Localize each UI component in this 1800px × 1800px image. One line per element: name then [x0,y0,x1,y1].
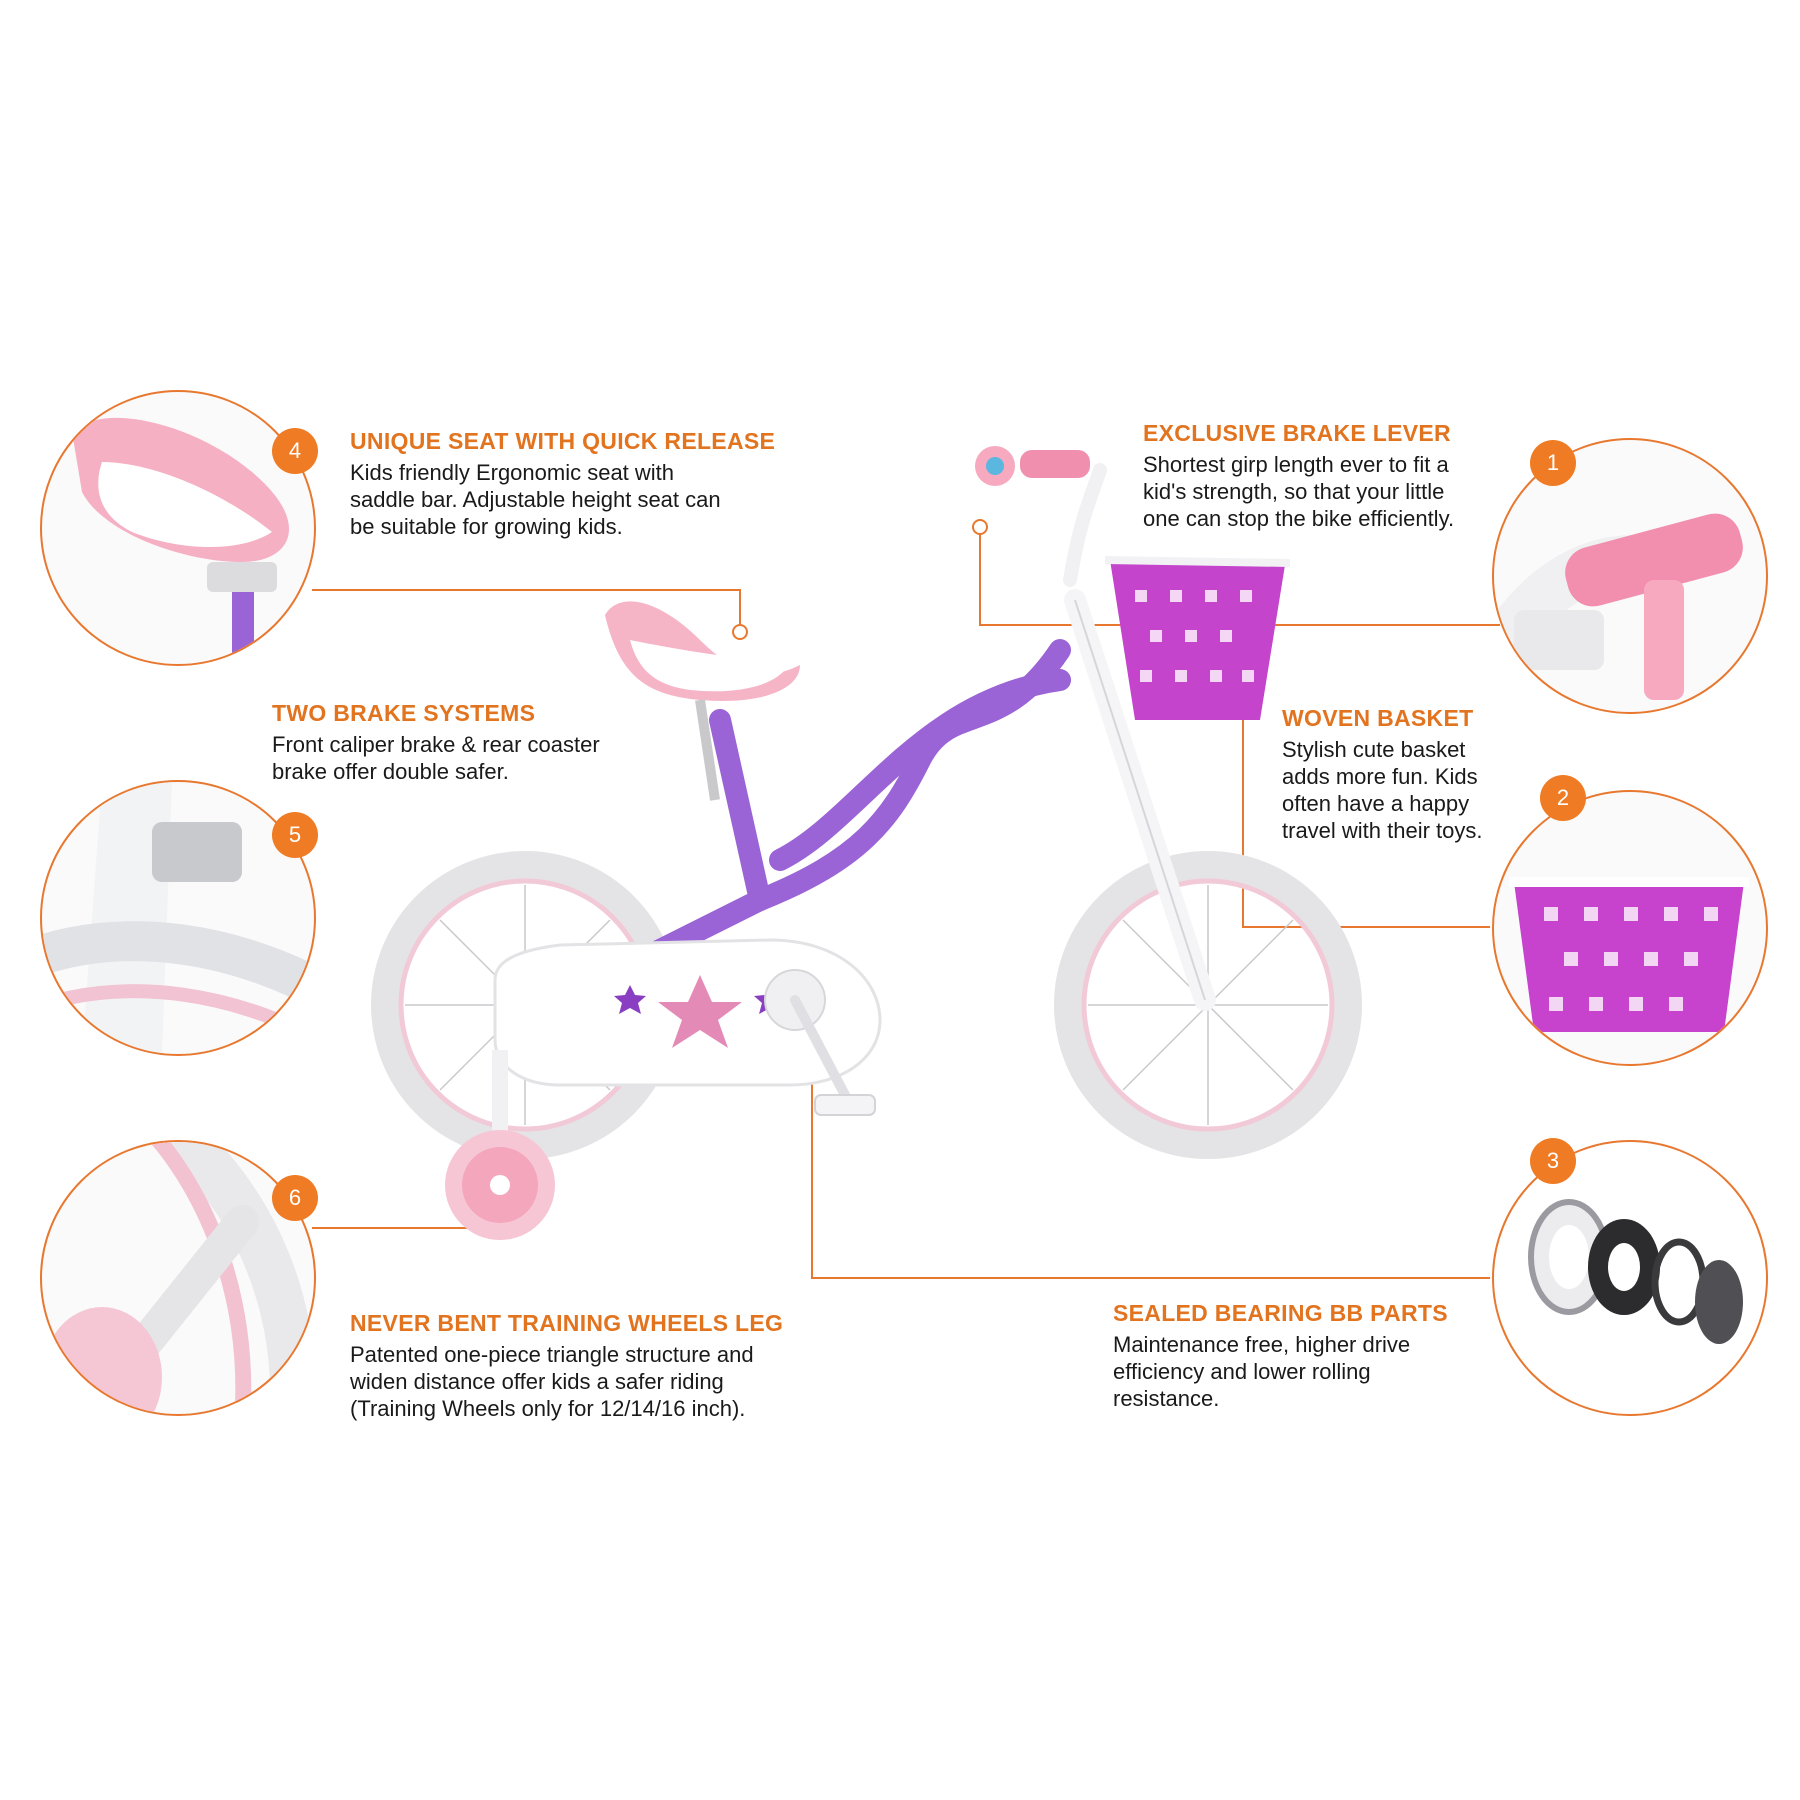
feature-training-wheels: NEVER BENT TRAINING WHEELS LEG Patented … [350,1310,783,1422]
feature-title: UNIQUE SEAT WITH QUICK RELEASE [350,428,776,454]
detail-circle-brake-lever [1492,438,1768,714]
leader-dot-brake-lever [972,519,988,535]
feature-title: SEALED BEARING BB PARTS [1113,1300,1448,1326]
handlebar [1063,463,1107,587]
seat [605,601,800,801]
leader-line-brake-lever [979,530,1500,626]
feature-description: Kids friendly Ergonomic seat with saddle… [350,460,721,539]
feature-seat: UNIQUE SEAT WITH QUICK RELEASE Kids frie… [350,428,775,540]
detail-circle-training-wheel [40,1140,316,1416]
feature-description: Patented one-piece triangle structure an… [350,1342,754,1421]
front-wheel [1054,851,1362,1159]
basket-detail-image [1509,877,1749,1032]
seat-detail-image [72,417,290,664]
leader-line-basket [1242,695,1490,928]
leader-dot-seat [732,624,748,640]
training-wheel [445,1050,555,1240]
feature-basket: WOVEN BASKET Stylish cute basket adds mo… [1282,705,1483,844]
leader-line-bb [811,1050,1490,1279]
badge-number: 4 [272,428,318,474]
feature-description: Stylish cute basket adds more fun. Kids … [1282,737,1483,843]
feature-brake-lever: EXCLUSIVE BRAKE LEVER Shortest girp leng… [1143,420,1454,532]
feature-bb-parts: SEALED BEARING BB PARTS Maintenance free… [1113,1300,1448,1412]
badge-number: 3 [1530,1138,1576,1184]
feature-title: WOVEN BASKET [1282,705,1474,731]
leader-line-seat [312,589,741,628]
feature-description: Front caliper brake & rear coaster brake… [272,732,600,784]
detail-circle-bb-parts [1492,1140,1768,1416]
badge-number: 5 [272,812,318,858]
handlebar-grip [1020,450,1090,478]
detail-circle-seat [40,390,316,666]
brake-lever-detail-image [1494,513,1743,700]
badge-number: 6 [272,1175,318,1221]
feature-title: TWO BRAKE SYSTEMS [272,700,536,726]
badge-number: 1 [1530,440,1576,486]
detail-circle-caliper-brake [40,780,316,1056]
bb-parts-detail-image [1528,1199,1743,1344]
basket [1104,556,1291,720]
feature-title: EXCLUSIVE BRAKE LEVER [1143,420,1451,446]
pedal [814,1094,876,1116]
badge-number: 2 [1540,775,1586,821]
feature-description: Maintenance free, higher drive efficienc… [1113,1332,1411,1411]
feature-title: NEVER BENT TRAINING WHEELS LEG [350,1310,784,1336]
caliper-brake-detail-image [42,782,314,1054]
training-wheel-detail-image [42,1142,314,1414]
detail-circle-basket [1492,790,1768,1066]
feature-brake-systems: TWO BRAKE SYSTEMS Front caliper brake & … [272,700,600,785]
feature-description: Shortest girp length ever to fit a kid's… [1143,452,1455,531]
